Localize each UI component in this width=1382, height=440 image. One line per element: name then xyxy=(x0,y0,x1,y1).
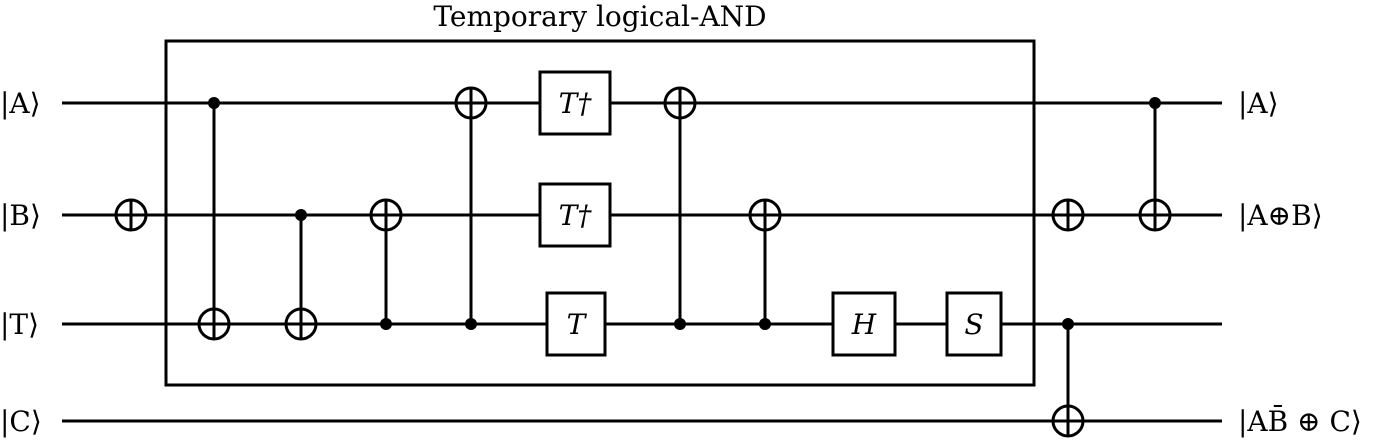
cnot-t-to-c xyxy=(1051,318,1085,438)
svg-text:T†: T† xyxy=(559,87,593,120)
cnot-a-to-t xyxy=(197,97,231,341)
output-label-b: |A⊕B⟩ xyxy=(1238,199,1323,232)
cnot-b-to-t xyxy=(284,209,318,341)
output-label-a: |A⟩ xyxy=(1238,87,1279,120)
svg-text:T†: T† xyxy=(559,199,593,232)
cnot-a-to-b xyxy=(1138,97,1172,232)
not-gate-b xyxy=(114,198,148,232)
input-label-c: |C⟩ xyxy=(0,405,42,438)
t-dagger-gate-b: T† xyxy=(538,182,612,248)
s-gate-t: S xyxy=(945,291,1003,357)
cnot-t-to-b xyxy=(369,198,403,330)
cnot-t-to-a-2 xyxy=(663,86,697,330)
input-label-t: |T⟩ xyxy=(0,308,39,341)
svg-text:T: T xyxy=(567,308,588,341)
t-gate-t: T xyxy=(545,291,607,357)
output-label-c: |AB̄ ⊕ C⟩ xyxy=(1238,404,1362,438)
h-gate-t: H xyxy=(831,291,897,357)
cnot-t-to-b-2 xyxy=(748,198,782,330)
temporary-and-frame xyxy=(164,39,1036,387)
svg-text:S: S xyxy=(964,308,983,341)
input-label-a: |A⟩ xyxy=(0,87,41,120)
input-label-b: |B⟩ xyxy=(0,199,41,232)
svg-text:H: H xyxy=(851,308,877,341)
circuit-title: Temporary logical-AND xyxy=(433,0,766,33)
t-dagger-gate-a: T† xyxy=(538,70,612,136)
cnot-t-to-a xyxy=(454,86,488,330)
not-gate-b-2 xyxy=(1051,198,1085,232)
